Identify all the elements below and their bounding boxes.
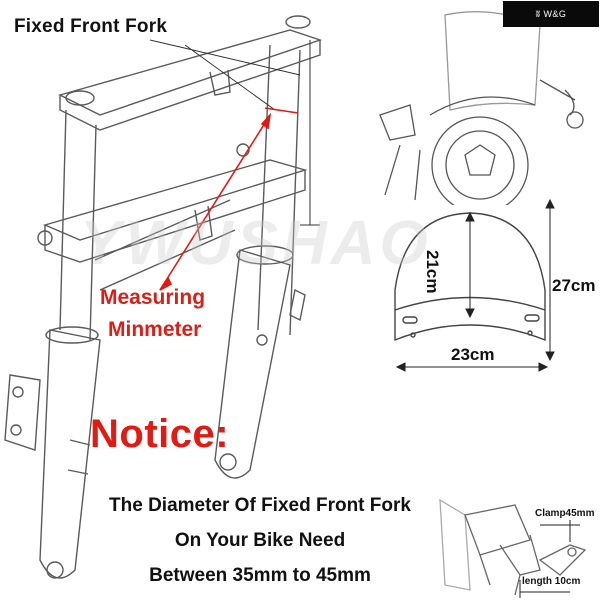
windscreen-dimension-drawing bbox=[394, 198, 555, 372]
headlight-inset-drawing bbox=[379, 11, 584, 205]
dimension-width: 23cm bbox=[451, 345, 495, 364]
clamp-length-label: length 10cm bbox=[522, 576, 581, 587]
brand-logo: ʬ W&G bbox=[503, 1, 599, 27]
wings-icon: ʬ bbox=[535, 9, 541, 19]
brand-logo-text: W&G bbox=[543, 9, 567, 19]
clamp-size-label: Clamp45mm bbox=[535, 508, 595, 519]
minmeter-label: Minmeter bbox=[108, 318, 202, 341]
notice-line-3: Between 35mm to 45mm bbox=[149, 565, 371, 586]
dimension-height-outer: 27cm bbox=[552, 276, 596, 295]
measuring-label: Measuring bbox=[100, 286, 206, 309]
clamp-inset-drawing bbox=[439, 498, 587, 598]
notice-line-2: On Your Bike Need bbox=[174, 530, 346, 551]
watermark-text: YWUSHAO bbox=[80, 209, 432, 278]
notice-line-1: The Diameter Of Fixed Front Fork bbox=[109, 495, 411, 516]
fixed-front-fork-title: Fixed Front Fork bbox=[14, 16, 168, 37]
notice-heading: Notice: bbox=[90, 412, 230, 456]
dimension-height-inner: 21cm bbox=[423, 250, 442, 294]
